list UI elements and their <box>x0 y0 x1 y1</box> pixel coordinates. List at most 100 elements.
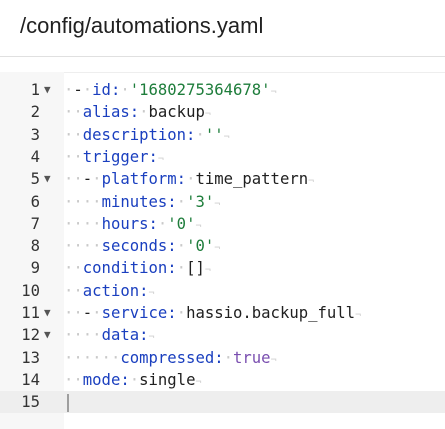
whitespace-marker: ···· <box>64 192 102 211</box>
whitespace-marker: · <box>82 81 93 99</box>
code-line[interactable]: 7 ····hours:·'0'¬ <box>0 213 445 235</box>
yaml-key: action: <box>82 281 149 300</box>
yaml-value: time_pattern <box>195 170 309 189</box>
code-text[interactable]: ····hours:·'0'¬ <box>64 213 202 238</box>
yaml-key: alias: <box>82 103 140 122</box>
yaml-key: service: <box>101 304 177 322</box>
whitespace-marker: ·· <box>64 103 83 122</box>
whitespace-marker: · <box>120 81 130 99</box>
whitespace-marker: ···· <box>64 326 102 345</box>
yaml-key: minutes: <box>101 192 177 211</box>
code-line[interactable]: 13······compressed:·true¬ <box>0 347 445 369</box>
whitespace-marker: · <box>186 170 196 189</box>
code-line[interactable]: 8 ····seconds:·'0'¬ <box>0 235 445 257</box>
yaml-key: mode: <box>82 370 130 389</box>
page-title: /config/automations.yaml <box>20 13 264 38</box>
yaml-value: '1680275364678' <box>129 81 271 99</box>
yaml-value: '0' <box>186 237 215 256</box>
chevron-down-icon[interactable]: ▼ <box>44 328 51 342</box>
yaml-key: condition: <box>82 259 177 278</box>
eol-marker: ¬ <box>214 198 221 210</box>
line-number: 1 <box>30 81 40 99</box>
eol-marker: ¬ <box>195 220 202 232</box>
eol-marker: ¬ <box>223 131 230 143</box>
code-text[interactable]: ····minutes:·'3'¬ <box>64 191 220 216</box>
whitespace-marker: · <box>129 370 140 389</box>
yaml-value: single <box>139 370 196 389</box>
whitespace-marker: ·· <box>64 370 83 389</box>
line-number: 2 <box>30 103 40 122</box>
eol-marker: ¬ <box>157 153 164 165</box>
whitespace-marker: ···· <box>64 214 102 233</box>
whitespace-marker: ·· <box>64 170 83 189</box>
code-text[interactable]: ·-·id:·'1680275364678'¬ <box>64 79 277 104</box>
line-number: 15 <box>21 393 40 412</box>
code-text[interactable] <box>64 391 69 413</box>
code-line[interactable]: 9 ··condition:·[]¬ <box>0 257 445 279</box>
line-number: 8 <box>30 237 40 256</box>
editor-border <box>0 72 445 73</box>
yaml-key: description: <box>82 125 196 144</box>
code-text[interactable]: ······compressed:·true¬ <box>64 347 277 372</box>
whitespace-marker: ·· <box>64 259 83 278</box>
whitespace-marker: · <box>176 237 187 256</box>
code-line[interactable]: 5▼··-·platform:·time_pattern¬ <box>0 168 445 190</box>
whitespace-marker: · <box>92 170 102 189</box>
code-text[interactable]: ··-·service:·hassio.backup_full¬ <box>64 302 361 327</box>
line-number: 3 <box>30 125 40 144</box>
whitespace-marker: · <box>139 103 149 122</box>
eol-marker: ¬ <box>270 87 277 98</box>
whitespace-marker: · <box>176 259 187 278</box>
line-number: 4 <box>30 147 40 166</box>
whitespace-marker: ······ <box>64 348 121 367</box>
eol-marker: ¬ <box>148 287 155 299</box>
code-text[interactable]: ··condition:·[]¬ <box>64 257 211 282</box>
eol-marker: ¬ <box>214 243 221 255</box>
line-number: 7 <box>30 214 40 233</box>
yaml-key: trigger: <box>82 147 158 166</box>
code-line[interactable]: 10 ··action:¬ <box>0 280 445 302</box>
yaml-value: true <box>233 348 271 367</box>
chevron-down-icon[interactable]: ▼ <box>44 306 51 319</box>
eol-marker: ¬ <box>270 354 277 366</box>
whitespace-marker: ·· <box>64 147 83 166</box>
code-line[interactable]: 15 <box>0 391 445 414</box>
code-text[interactable]: ··action:¬ <box>64 280 155 305</box>
code-text[interactable]: ····seconds:·'0'¬ <box>64 235 220 260</box>
line-number: 9 <box>30 259 40 278</box>
code-text[interactable]: ··description:·''¬ <box>64 124 230 149</box>
page-header: /config/automations.yaml <box>0 0 445 56</box>
yaml-value: - <box>82 170 93 189</box>
yaml-value: '' <box>204 125 224 144</box>
yaml-key: id: <box>92 81 121 99</box>
code-line[interactable]: 6 ····minutes:·'3'¬ <box>0 191 445 213</box>
code-text[interactable]: ··alias:·backup¬ <box>64 101 211 126</box>
whitespace-marker: · <box>223 348 234 367</box>
code-text[interactable]: ··trigger:¬ <box>64 146 164 171</box>
eol-marker: ¬ <box>355 310 362 321</box>
line-number-gutter <box>0 72 64 429</box>
code-line[interactable]: 2 ··alias:·backup¬ <box>0 101 445 123</box>
line-number: 10 <box>21 281 40 300</box>
chevron-down-icon[interactable]: ▼ <box>44 172 51 186</box>
code-line[interactable]: 3 ··description:·''¬ <box>0 124 445 146</box>
text-cursor <box>67 393 69 412</box>
whitespace-marker: ·· <box>64 125 83 144</box>
eol-marker: ¬ <box>204 265 211 277</box>
code-line[interactable]: 14··mode:·single¬ <box>0 369 445 391</box>
yaml-key: compressed: <box>120 348 224 367</box>
line-number: 6 <box>30 192 40 211</box>
code-line[interactable]: 11 ▼ ··-·service:·hassio.backup_full¬ <box>0 302 445 324</box>
yaml-code-editor[interactable]: 1▼·-·id:·'1680275364678'¬2··alias:·backu… <box>0 72 445 429</box>
code-line[interactable]: 1 ▼ ·-·id:·'1680275364678'¬ <box>0 79 445 101</box>
whitespace-marker: · <box>157 214 168 233</box>
whitespace-marker: · <box>64 81 74 99</box>
code-line[interactable]: 12▼····data:¬ <box>0 324 445 346</box>
code-text[interactable]: ····data:¬ <box>64 324 155 349</box>
line-number: 11 <box>21 304 40 322</box>
whitespace-marker: ·· <box>64 304 83 322</box>
code-text[interactable]: ··-·platform:·time_pattern¬ <box>64 168 314 193</box>
code-text[interactable]: ··mode:·single¬ <box>64 369 202 394</box>
chevron-down-icon[interactable]: ▼ <box>44 83 51 96</box>
code-line[interactable]: 4 ··trigger:¬ <box>0 146 445 168</box>
